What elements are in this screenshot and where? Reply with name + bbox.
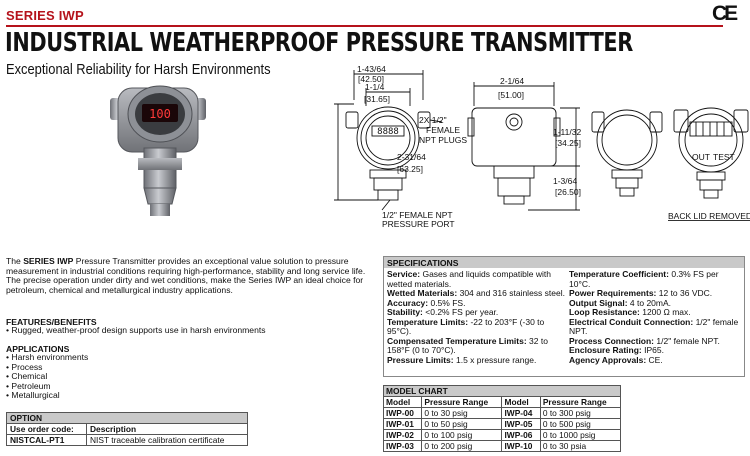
profile-view-drawing (591, 109, 663, 197)
option-description: NIST traceable calibration certificate (86, 434, 248, 446)
table-row: IWP-01 0 to 50 psig IWP-05 0 to 500 psig (382, 418, 622, 430)
list-item: Harsh environments (6, 352, 88, 363)
option-code: NISTCAL-PT1 (6, 434, 87, 446)
model-chart-title: MODEL CHART (383, 385, 621, 397)
intro-paragraph: The SERIES IWP Pressure Transmitter prov… (6, 256, 366, 295)
model-code: IWP-03 (382, 440, 423, 452)
model-code: IWP-00 (382, 407, 423, 419)
spec-output-signal: Output Signal: 4 to 20mA. (569, 297, 672, 308)
model-chart-table: MODEL CHART Model Pressure Range Model P… (382, 385, 622, 452)
spec-loop-resistance: Loop Resistance: 1200 Ω max. (569, 307, 691, 317)
specs-right-column: Temperature Coefficient: 0.3% FS per 10°… (569, 269, 741, 365)
side-width-mm: [51.00] (498, 90, 524, 100)
side-height-bottom: 1-3/64 (553, 176, 577, 186)
model-code: IWP-10 (501, 440, 541, 452)
transmitter-photo: 100 (110, 85, 206, 216)
list-item: Petroleum (6, 381, 88, 392)
spec-pressure-limits: Pressure Limits: 1.5 x pressure range. (387, 354, 537, 365)
table-row: NISTCAL-PT1 NIST traceable calibration c… (6, 434, 248, 446)
applications-heading: APPLICATIONS (6, 344, 70, 354)
spec-process-connection: Process Connection: 1/2" female NPT. (569, 335, 720, 346)
range-header: Pressure Range (421, 396, 503, 408)
page-title: INDUSTRIAL WEATHERPROOF PRESSURE TRANSMI… (5, 28, 633, 58)
model-code: IWP-02 (382, 429, 423, 441)
header-rule (6, 25, 723, 27)
port-note-1: 1/2" FEMALE NPT (382, 210, 453, 220)
features-heading: FEATURES/BENEFITS (6, 317, 97, 327)
specs-left-column: Service: Gases and liquids compatible wi… (387, 269, 565, 365)
side-width: 2-1/64 (500, 76, 524, 86)
pressure-range: 0 to 100 psig (421, 429, 503, 441)
terminal-out: OUT (692, 152, 710, 162)
pressure-range: 0 to 500 psig (539, 418, 622, 430)
side-view-drawing (467, 82, 580, 211)
pressure-range: 0 to 1000 psig (539, 429, 622, 441)
spec-conduit-connection: Electrical Conduit Connection: 1/2" fema… (569, 316, 739, 336)
front-width-outer-mm: [42.50] (358, 74, 384, 84)
table-row: IWP-00 0 to 30 psig IWP-04 0 to 300 psig (382, 407, 622, 419)
option-table: OPTION Use order code: Description NISTC… (6, 412, 248, 446)
front-width-inner: 1-1/4 (365, 82, 385, 92)
list-item: Process (6, 362, 88, 373)
svg-text:8888: 8888 (377, 127, 399, 137)
option-header-code: Use order code: (6, 423, 87, 435)
features-list: Rugged, weather-proof design supports us… (6, 325, 265, 336)
side-height-top: 1-11/32 (553, 127, 581, 137)
side-height-top-mm: [34.25] (555, 138, 581, 148)
intro-series: SERIES IWP (23, 256, 74, 266)
back-caption: BACK LID REMOVED (668, 211, 750, 221)
page-subtitle: Exceptional Reliability for Harsh Enviro… (6, 61, 271, 78)
spec-service: Service: Gases and liquids compatible wi… (387, 269, 551, 289)
option-title: OPTION (6, 412, 248, 424)
specifications-title: SPECIFICATIONS (384, 257, 744, 268)
plug-note-3: NPT PLUGS (419, 135, 467, 145)
terminal-test: TEST (713, 152, 735, 162)
display-reading: 100 (149, 107, 171, 121)
series-label: SERIES IWP (6, 8, 84, 23)
spec-power: Power Requirements: 12 to 36 VDC. (569, 288, 713, 298)
pressure-range: 0 to 30 psig (421, 407, 503, 419)
spec-stability: Stability: <0.2% FS per year. (387, 307, 499, 317)
option-header-description: Description (86, 423, 248, 435)
model-header: Model (382, 396, 423, 408)
back-view-drawing (673, 107, 749, 199)
pressure-range: 0 to 30 psia (539, 440, 622, 452)
spec-accuracy: Accuracy: 0.5% FS. (387, 297, 466, 308)
model-code: IWP-04 (501, 407, 541, 419)
range-header: Pressure Range (539, 396, 622, 408)
front-width-outer: 1-43/64 (357, 64, 386, 74)
pressure-range: 0 to 200 psig (421, 440, 503, 452)
specifications-box: SPECIFICATIONS Service: Gases and liquid… (383, 256, 745, 377)
model-code: IWP-05 (501, 418, 541, 430)
applications-list: Harsh environments Process Chemical Petr… (6, 352, 88, 401)
spec-temperature-limits: Temperature Limits: -22 to 203°F (-30 to… (387, 316, 545, 336)
spec-wetted-materials: Wetted Materials: 304 and 316 stainless … (387, 288, 565, 298)
spec-agency-approvals: Agency Approvals: CE. (569, 354, 663, 365)
model-code: IWP-06 (501, 429, 541, 441)
plug-note-2: FEMALE (426, 125, 460, 135)
dimension-drawings: 8888 1-43/64 [42.50] 1-1/4 [31.65] 2-31/… (334, 64, 750, 228)
plug-note-1: 2X 1/2" (419, 115, 447, 125)
front-height: 2-31/64 (397, 152, 426, 162)
model-header: Model (501, 396, 541, 408)
port-note-2: PRESSURE PORT (382, 219, 455, 228)
spec-enclosure-rating: Enclosure Rating: IP65. (569, 345, 664, 355)
table-row: IWP-03 0 to 200 psig IWP-10 0 to 30 psia (382, 440, 622, 452)
list-item: Metallurgical (6, 391, 88, 401)
spec-compensated-temp: Compensated Temperature Limits: 32 to 15… (387, 335, 548, 355)
front-view-drawing: 8888 (334, 70, 443, 211)
list-item: Rugged, weather-proof design supports us… (6, 325, 265, 336)
model-code: IWP-01 (382, 418, 423, 430)
pressure-range: 0 to 300 psig (539, 407, 622, 419)
pressure-range: 0 to 50 psig (421, 418, 503, 430)
spec-temp-coefficient: Temperature Coefficient: 0.3% FS per 10°… (569, 269, 719, 289)
front-height-mm: [63.25] (397, 164, 423, 174)
side-height-bottom-mm: [26.50] (555, 187, 581, 197)
front-width-inner-mm: [31.65] (364, 94, 390, 104)
list-item: Chemical (6, 372, 88, 382)
ce-mark: CE (712, 2, 738, 25)
table-row: IWP-02 0 to 100 psig IWP-06 0 to 1000 ps… (382, 429, 622, 441)
